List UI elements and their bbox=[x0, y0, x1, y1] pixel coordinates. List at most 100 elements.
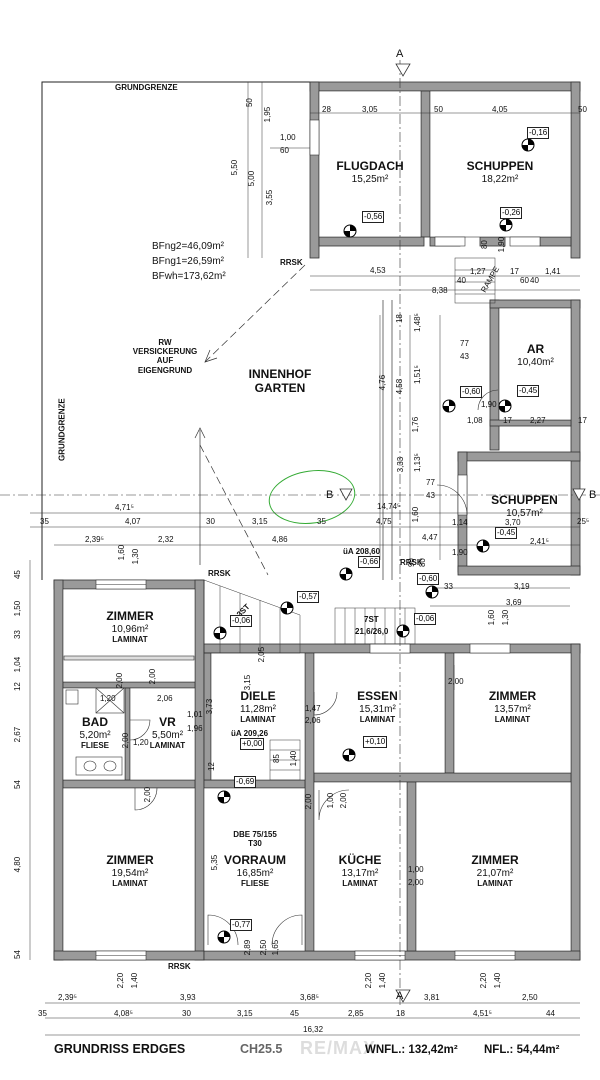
dim-mid: 30 bbox=[206, 517, 215, 526]
level-box: -0,26 bbox=[500, 207, 523, 219]
door-rating-note: DBE 75/155 T30 bbox=[230, 830, 280, 848]
section-b-left: B bbox=[326, 489, 334, 501]
room-vr: VR 5,50m² LAMINAT bbox=[140, 715, 195, 750]
room-area: 10,96m² bbox=[111, 623, 149, 635]
level-box: -0,60 bbox=[417, 573, 440, 585]
garden-lines bbox=[194, 264, 393, 580]
innenhof-garten: INNENHOF GARTEN bbox=[225, 367, 335, 396]
dim-mid: 1,90 bbox=[481, 400, 497, 409]
level-box: -0,45 bbox=[517, 385, 540, 397]
dim-room: 2,89 bbox=[243, 939, 253, 956]
dim-mid: 4,71⁵ bbox=[115, 503, 134, 512]
dim-mid: 4,76 bbox=[378, 374, 388, 391]
room-schuppen-1: SCHUPPEN 18,22m² bbox=[440, 159, 560, 185]
dim-bottom: 3,81 bbox=[424, 993, 440, 1002]
dim-room: 1,00 bbox=[326, 792, 336, 809]
dim-mid: 3,69 bbox=[506, 598, 522, 607]
dim-bottom: 2,20 bbox=[479, 972, 489, 989]
dim-bottom: 1,40 bbox=[130, 972, 140, 989]
dim-left: 33 bbox=[12, 630, 22, 640]
dim-left: 54 bbox=[12, 950, 22, 960]
dim-top: 1,95 bbox=[263, 106, 273, 123]
dim-mid: 4,75 bbox=[376, 517, 392, 526]
level-box: -0,60 bbox=[460, 386, 483, 398]
room-schuppen-2: SCHUPPEN 10,57m² bbox=[477, 493, 572, 519]
dim-bottom: 45 bbox=[290, 1009, 299, 1018]
room-floor: LAMINAT bbox=[240, 715, 276, 725]
section-markers bbox=[339, 63, 586, 1003]
room-area: 11,28m² bbox=[240, 703, 276, 715]
section-a-top: A bbox=[396, 48, 404, 60]
dim-top: 50 bbox=[244, 98, 254, 108]
dim-room: 1,00 bbox=[408, 865, 424, 874]
level-box: -0,66 bbox=[358, 556, 381, 568]
level-box: -0,16 bbox=[527, 127, 550, 139]
ua-note-2: üA 209,26 bbox=[231, 729, 269, 738]
room-essen: ESSEN 15,31m² LAMINAT bbox=[330, 689, 425, 724]
dim-top: 3,55 bbox=[265, 189, 275, 206]
dim-mid: 77 bbox=[460, 339, 469, 348]
section-a-bottom: A bbox=[396, 990, 404, 1002]
room-name: SCHUPPEN bbox=[491, 493, 558, 507]
room-floor: FLIESE bbox=[80, 741, 109, 751]
remax-watermark: RE/MAX bbox=[300, 1038, 377, 1058]
dim-bottom: 3,93 bbox=[180, 993, 196, 1002]
dim-top: 5,00 bbox=[247, 170, 257, 187]
room-name: VR bbox=[159, 715, 176, 729]
room-zimmer-1: ZIMMER 10,96m² LAMINAT bbox=[70, 609, 190, 645]
room-floor: LAMINAT bbox=[112, 635, 148, 645]
room-name: ZIMMER bbox=[488, 689, 537, 703]
dim-mid: 1,60 bbox=[487, 609, 497, 626]
rrsk-label-4: RRSK bbox=[168, 962, 191, 971]
dim-room: 1,40 bbox=[289, 750, 299, 767]
bf-note-3: BFwh=173,62m² bbox=[152, 271, 226, 282]
dim-mid: 2,39⁵ bbox=[85, 535, 104, 544]
dim-top: 80 bbox=[479, 240, 489, 250]
dim-room: 2,00 bbox=[143, 786, 153, 803]
dim-top: 28 bbox=[322, 105, 331, 114]
room-floor: FLIESE bbox=[240, 879, 269, 889]
ua-note-1: üA 208,60 bbox=[343, 547, 381, 556]
level-box: -0,57 bbox=[297, 591, 320, 603]
dim-mid: 3,33 bbox=[396, 456, 406, 473]
dim-room: 2,00 bbox=[408, 878, 424, 887]
dim-bottom: 1,40 bbox=[493, 972, 503, 989]
room-area: 5,20m² bbox=[79, 729, 111, 741]
rw-line-2: VERSICKERUNG bbox=[132, 347, 198, 357]
dim-left: 4,80 bbox=[13, 856, 23, 873]
room-area: 15,31m² bbox=[359, 703, 396, 715]
room-floor: LAMINAT bbox=[342, 879, 378, 889]
room-area: 13,17m² bbox=[341, 867, 379, 879]
dim-mid: 1,30 bbox=[501, 609, 511, 626]
dim-top: 8,38 bbox=[432, 286, 448, 295]
room-area: 16,85m² bbox=[236, 867, 274, 879]
section-b-right: B bbox=[589, 489, 597, 501]
dim-bottom: 2,50 bbox=[522, 993, 538, 1002]
dim-mid: 17 bbox=[578, 416, 587, 425]
dim-room: 2,06 bbox=[157, 694, 173, 703]
dim-top: 1,90 bbox=[497, 236, 507, 253]
dim-mid: 1,14 bbox=[452, 518, 468, 527]
dim-mid: 1,51⁵ bbox=[412, 365, 422, 385]
room-name: ESSEN bbox=[357, 689, 398, 703]
dim-mid: 4,58 bbox=[395, 378, 405, 395]
rrsk-label-3: RRSK bbox=[400, 558, 423, 567]
dim-room: 1,20 bbox=[100, 694, 116, 703]
dim-left: 54 bbox=[12, 780, 22, 790]
windows bbox=[95, 119, 541, 961]
dim-bottom: 2,39⁵ bbox=[58, 993, 77, 1002]
dim-room: 2,00 bbox=[121, 732, 131, 749]
dim-mid: 1,30 bbox=[131, 548, 141, 565]
level-box: -0,06 bbox=[414, 613, 437, 625]
dim-bottom: 4,08⁵ bbox=[114, 1009, 133, 1018]
dim-left: 12 bbox=[12, 682, 22, 692]
dim-mid: 14,74⁵ bbox=[377, 502, 401, 511]
dim-mid: 1,60 bbox=[117, 544, 127, 561]
room-name: FLUGDACH bbox=[336, 159, 404, 173]
room-area: GARTEN bbox=[254, 380, 306, 395]
dim-mid: 35 bbox=[40, 517, 49, 526]
room-area: 13,57m² bbox=[494, 703, 531, 715]
dim-top: 1,27 bbox=[470, 267, 486, 276]
dim-room: 3,15 bbox=[243, 674, 253, 691]
dim-room: 3,73 bbox=[205, 698, 215, 715]
